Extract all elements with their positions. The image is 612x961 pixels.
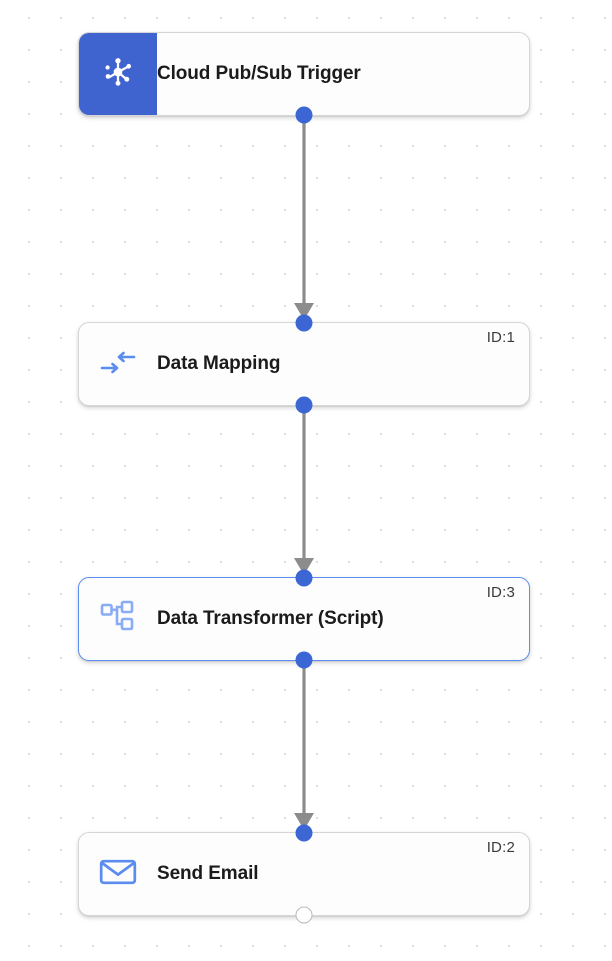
node-output-port[interactable]: [295, 906, 313, 924]
node-icon-slot: [79, 578, 157, 660]
workflow-node[interactable]: Cloud Pub/Sub Trigger: [78, 32, 530, 124]
pubsub-hub-icon: [101, 55, 135, 94]
node-icon-slot: [79, 833, 157, 915]
node-output-port[interactable]: [295, 106, 313, 124]
envelope-icon: [99, 857, 137, 892]
node-label: Data Mapping: [157, 353, 281, 374]
workflow-node[interactable]: Data Transformer (Script) ID:3: [78, 569, 530, 669]
node-input-port[interactable]: [295, 824, 313, 842]
node-id-badge: ID:1: [486, 329, 515, 346]
node-label: Cloud Pub/Sub Trigger: [157, 63, 361, 84]
node-output-port[interactable]: [295, 396, 313, 414]
data-mapping-arrows-icon: [98, 346, 138, 383]
hierarchy-tree-icon: [99, 599, 137, 640]
workflow-node[interactable]: Send Email ID:2: [78, 824, 530, 924]
node-output-port[interactable]: [295, 651, 313, 669]
node-label: Data Transformer (Script): [157, 608, 384, 629]
node-input-port[interactable]: [295, 314, 313, 332]
node-icon-slot: [79, 323, 157, 405]
node-id-badge: ID:3: [486, 584, 515, 601]
node-label: Send Email: [157, 863, 259, 884]
node-icon-panel: [79, 33, 157, 115]
node-input-port[interactable]: [295, 569, 313, 587]
node-id-badge: ID:2: [486, 839, 515, 856]
workflow-node[interactable]: Data Mapping ID:1: [78, 314, 530, 414]
